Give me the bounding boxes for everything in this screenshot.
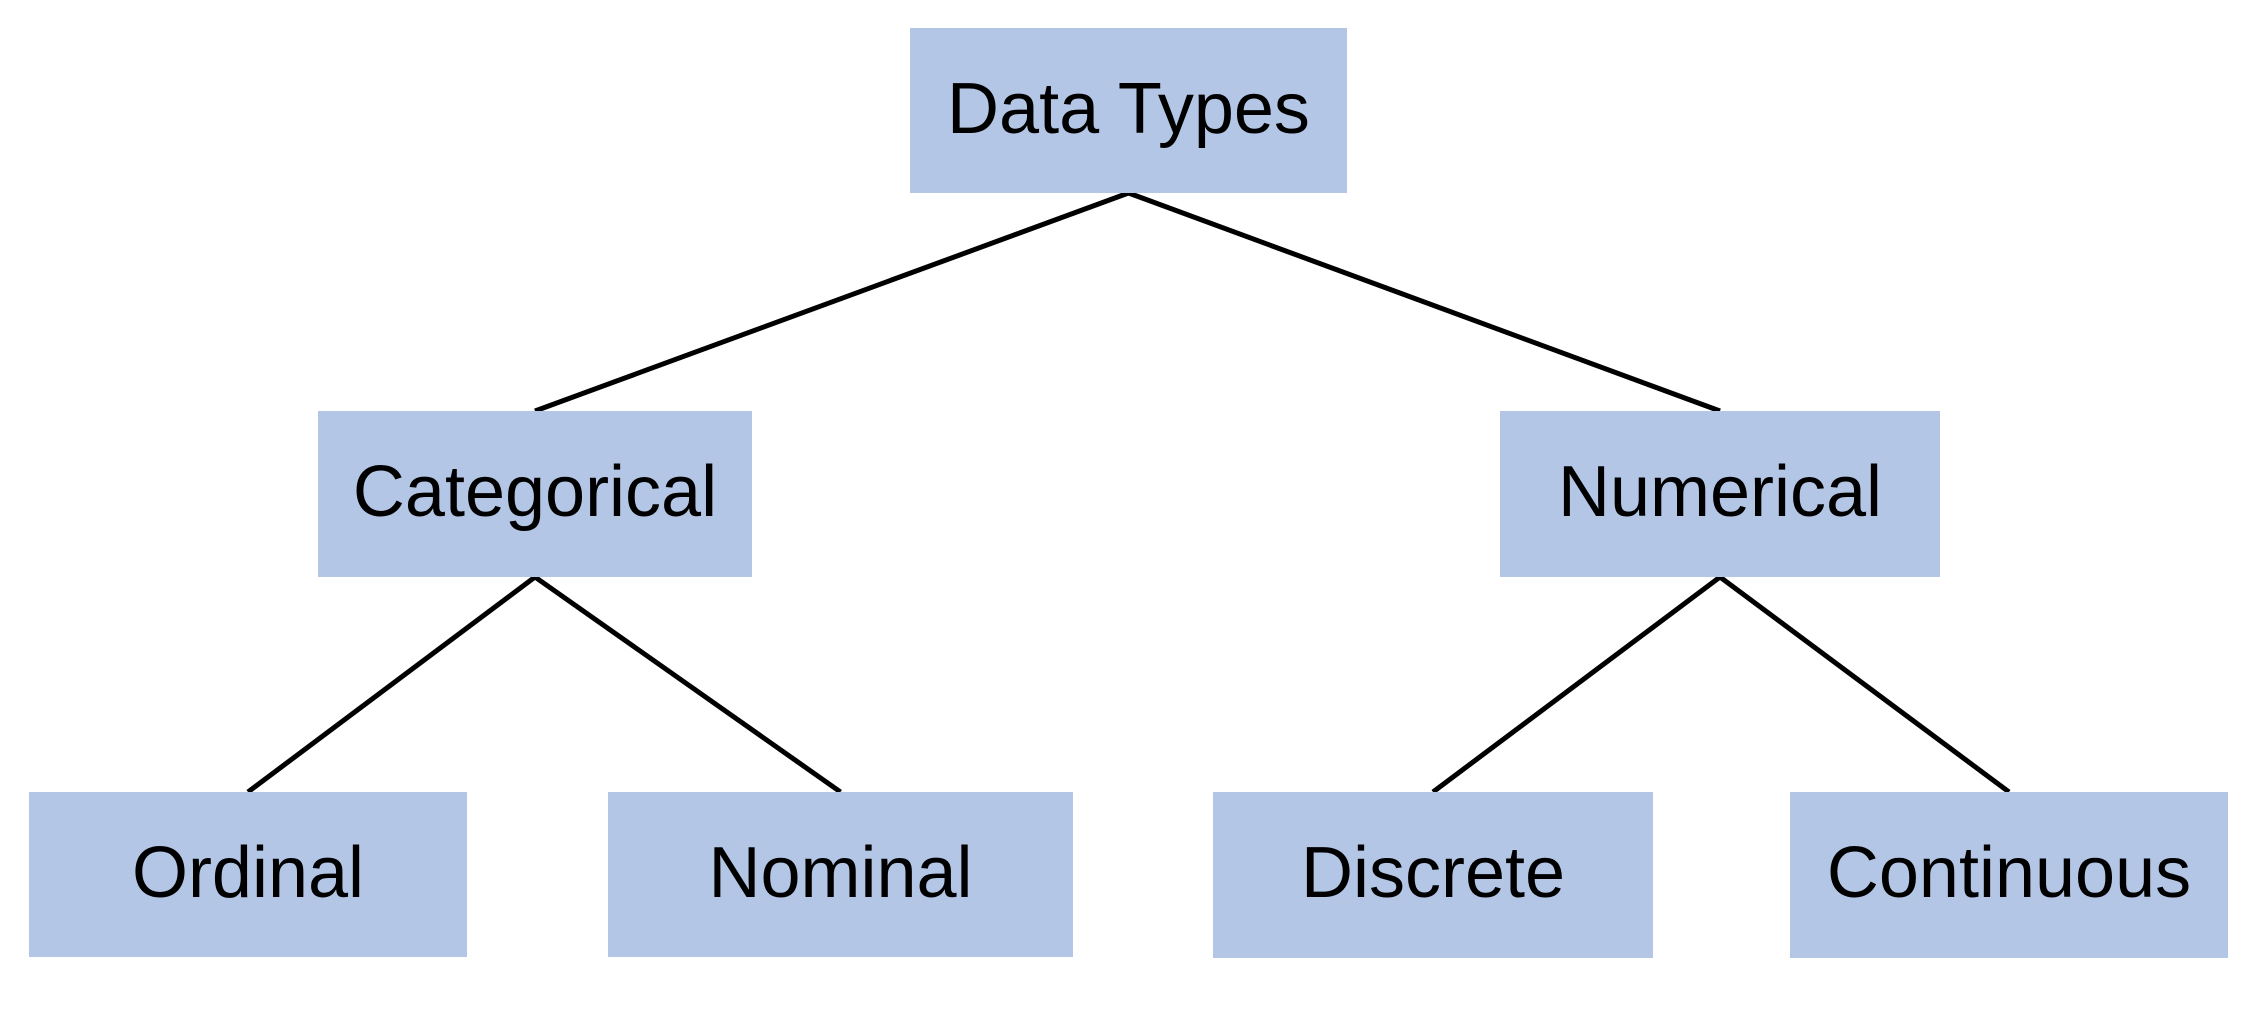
connector-line-data-types-categorical — [534, 190, 1130, 414]
node-categorical: Categorical — [318, 411, 752, 577]
node-discrete: Discrete — [1213, 792, 1653, 958]
node-nominal: Nominal — [608, 792, 1073, 957]
node-label: Ordinal — [131, 832, 365, 913]
node-label: Data Types — [947, 68, 1310, 149]
node-ordinal: Ordinal — [29, 792, 467, 957]
node-continuous: Continuous — [1790, 792, 2228, 958]
node-label: Categorical — [352, 452, 718, 532]
connector-line-numerical-continuous — [1718, 574, 2011, 795]
connector-line-numerical-discrete — [1431, 574, 1722, 795]
connector-line-categorical-nominal — [533, 574, 842, 795]
node-label: Nominal — [708, 832, 973, 913]
node-numerical: Numerical — [1500, 411, 1940, 577]
node-label: Discrete — [1300, 833, 1566, 913]
connector-line-data-types-numerical — [1127, 190, 1721, 414]
node-data-types: Data Types — [910, 28, 1347, 193]
node-label: Numerical — [1557, 452, 1883, 532]
connector-line-categorical-ordinal — [246, 574, 537, 795]
node-label: Continuous — [1826, 833, 2192, 913]
